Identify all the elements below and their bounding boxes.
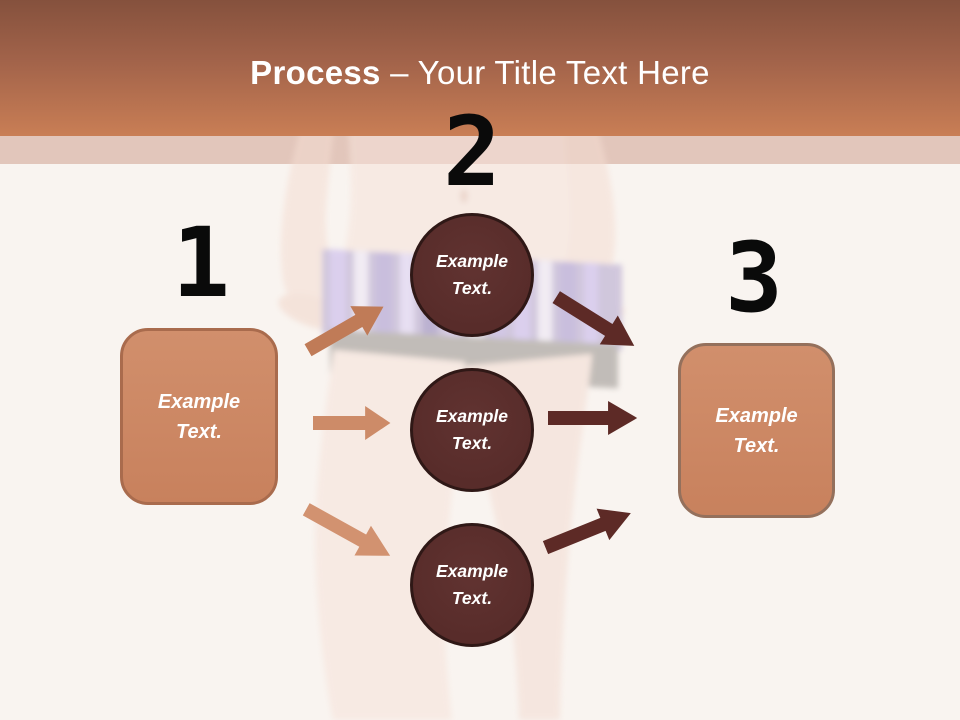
arrow-left-top-icon	[298, 289, 394, 366]
process-circle-3: Example Text.	[410, 523, 534, 647]
process-circle-2: Example Text.	[410, 368, 534, 492]
arrow-right-bottom-icon	[538, 495, 639, 565]
arrow-left-middle-icon	[313, 404, 392, 442]
arrow-right-middle-icon	[548, 399, 639, 437]
process-box-3: Example Text.	[678, 343, 835, 518]
title-emphasis: Process	[250, 54, 381, 91]
step-number-1: 1	[172, 207, 230, 319]
header-banner	[0, 0, 960, 136]
process-circle-2-label: Example Text.	[436, 405, 508, 453]
slide-title: Process – Your Title Text Here	[0, 56, 960, 89]
process-box-1-label: Example Text.	[157, 390, 241, 443]
process-box-3-label: Example Text.	[715, 404, 798, 457]
process-circle-3-label: Example Text.	[436, 560, 508, 608]
arrow-left-bottom-icon	[297, 493, 401, 574]
process-box-1: Example Text.	[120, 328, 278, 505]
process-circle-1: Example Text.	[410, 213, 534, 337]
step-number-2: 2	[443, 96, 501, 208]
process-circle-1-label: Example Text.	[436, 250, 508, 298]
step-number-3: 3	[725, 222, 783, 334]
title-text: – Your Title Text Here	[390, 54, 710, 91]
arrow-right-top-icon	[546, 281, 646, 363]
